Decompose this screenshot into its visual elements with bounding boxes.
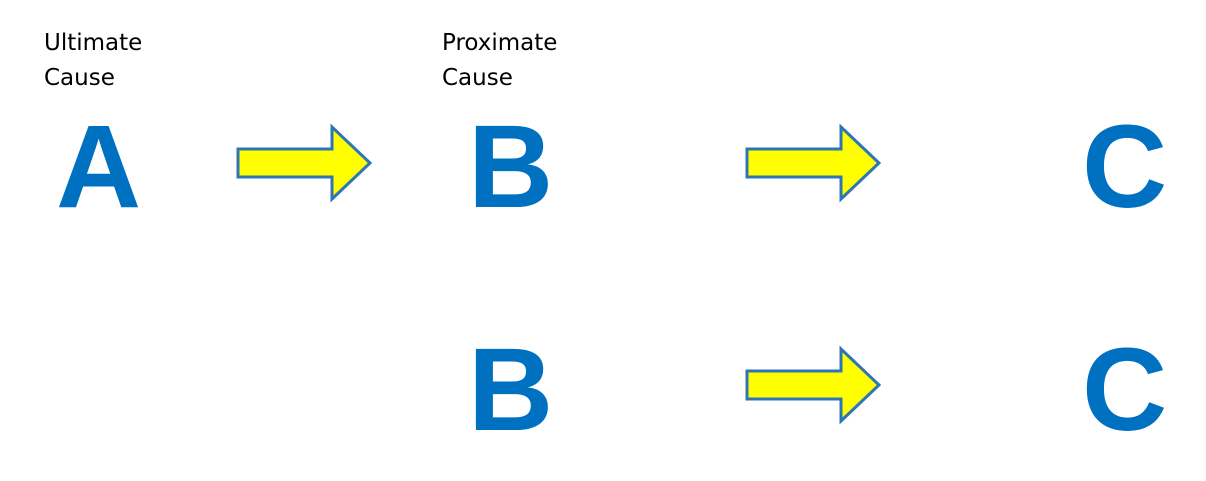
caption-proximate-cause: Proximate Cause bbox=[442, 26, 557, 96]
node-c-bottom: C bbox=[1082, 324, 1168, 456]
node-b-top: B bbox=[468, 101, 554, 233]
caption-ultimate-line-1: Ultimate bbox=[44, 30, 143, 56]
arrow-b-to-c-bottom-icon bbox=[745, 345, 882, 425]
node-c-top: C bbox=[1082, 101, 1168, 233]
caption-ultimate-line-2: Cause bbox=[44, 65, 115, 91]
arrow-a-to-b-icon bbox=[236, 123, 373, 203]
node-b-bottom: B bbox=[468, 324, 554, 456]
arrow-b-to-c-bottom-shape bbox=[745, 345, 882, 425]
caption-proximate-line-1: Proximate bbox=[442, 30, 558, 56]
arrow-b-to-c-top-icon bbox=[745, 123, 882, 203]
arrow-b-to-c-top-shape bbox=[745, 123, 882, 203]
caption-ultimate-cause: Ultimate Cause bbox=[44, 26, 142, 96]
caption-proximate-line-2: Cause bbox=[442, 65, 513, 91]
arrow-a-to-b-shape bbox=[236, 123, 373, 203]
node-a: A bbox=[56, 101, 142, 233]
